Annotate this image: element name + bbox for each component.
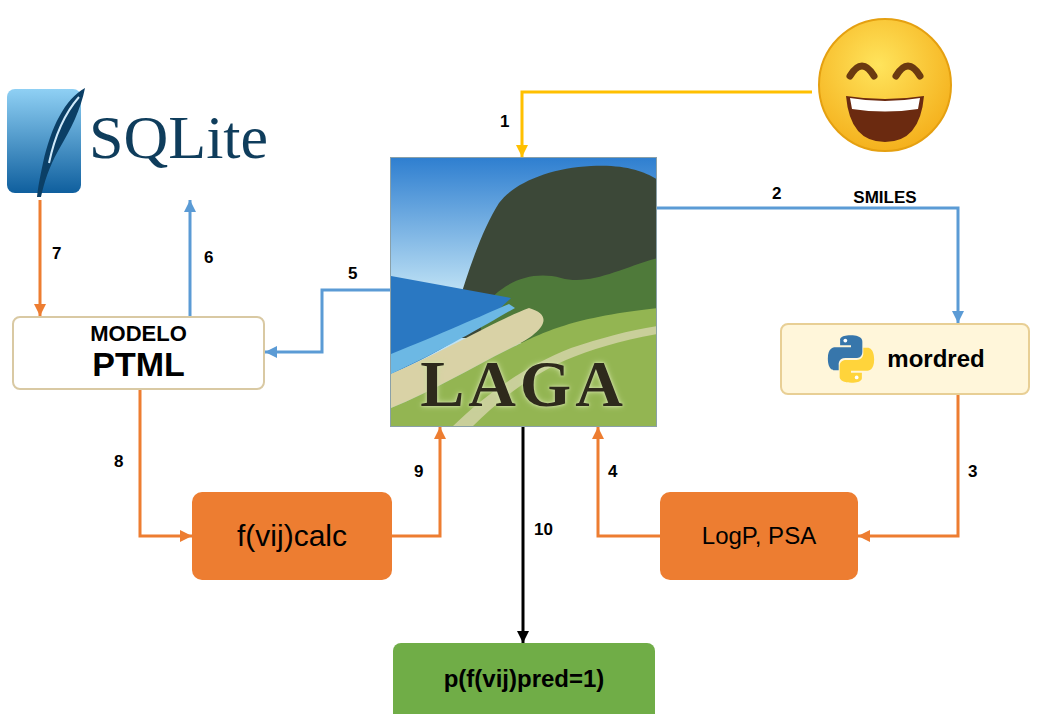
connector: [522, 92, 812, 157]
step-number: 2: [772, 184, 781, 204]
step-number: 7: [52, 244, 61, 264]
node-text: LogP, PSA: [702, 522, 816, 550]
step-number: 4: [608, 462, 617, 482]
connector: [657, 208, 958, 323]
step-number: 9: [414, 462, 423, 482]
descriptor-box: LogP, PSA: [660, 492, 858, 580]
connector: [598, 427, 660, 536]
node-text: PTML: [92, 346, 185, 383]
connector: [265, 290, 390, 352]
laga-picture-node: LAGA: [390, 157, 657, 427]
connector: [39, 200, 42, 316]
sqlite-logo-node: SQLite: [5, 85, 277, 200]
node-text: f(vij)calc: [237, 519, 347, 553]
node-text: MODELO: [90, 322, 187, 346]
step-number: 5: [348, 264, 357, 284]
connector: [189, 200, 192, 316]
step-number: 10: [534, 520, 553, 540]
smiles-emoji-node: SMILES: [812, 12, 958, 212]
node-text: SQLite: [89, 103, 268, 171]
output-box: p(f(vij)pred=1): [393, 643, 655, 714]
node-text: mordred: [887, 345, 984, 373]
connector: [140, 390, 192, 536]
node-text: p(f(vij)pred=1): [444, 665, 605, 693]
smiley-emoji: [812, 12, 958, 158]
connector: [858, 395, 958, 536]
step-number: 8: [114, 452, 123, 472]
connector: [392, 427, 440, 536]
step-number: 6: [204, 248, 213, 268]
step-number: 3: [968, 462, 977, 482]
connector: [522, 427, 525, 643]
node-text: LAGA: [420, 346, 627, 422]
node-text: SMILES: [853, 188, 916, 208]
python-logo: [825, 333, 877, 385]
tool-box: mordred: [780, 323, 1030, 395]
process-box: MODELOPTML: [12, 316, 265, 390]
result-box: f(vij)calc: [192, 492, 392, 580]
step-number: 1: [500, 112, 509, 132]
